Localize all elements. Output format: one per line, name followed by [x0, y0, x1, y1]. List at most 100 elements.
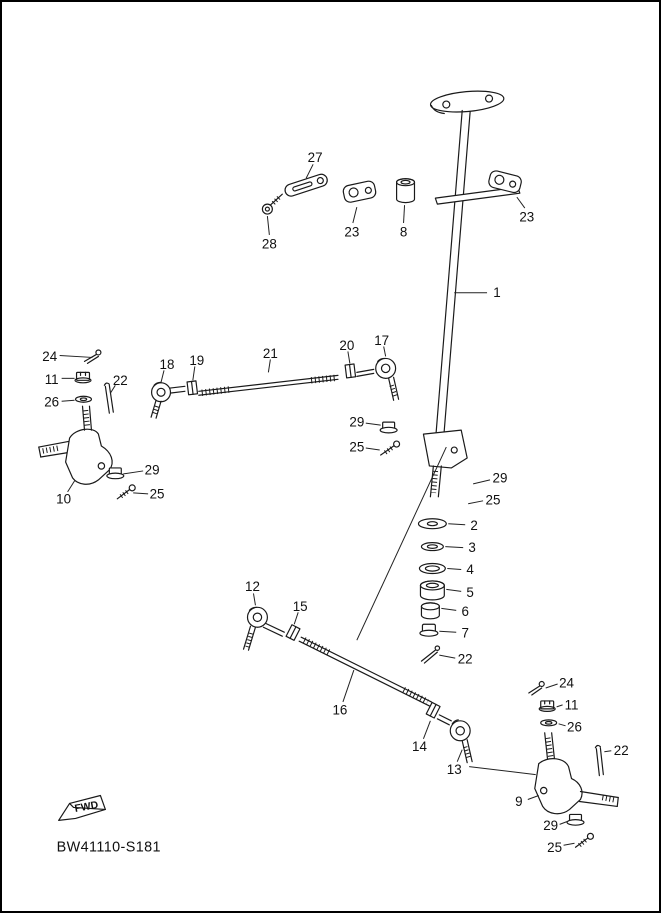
callout-14: 14 — [412, 739, 427, 754]
bracket-27 — [284, 173, 328, 197]
callout-29: 29 — [493, 470, 508, 485]
diagram-code: BW41110-S181 — [57, 839, 161, 855]
tie-rod-end-12 — [242, 606, 285, 651]
leader-line-28 — [266, 216, 270, 236]
leader-line-9 — [527, 795, 539, 800]
callout-25: 25 — [349, 440, 364, 455]
leader-line-26 — [558, 723, 566, 727]
assembly-line-knuckle — [469, 766, 536, 776]
screw-25-right — [574, 832, 594, 848]
callout-22: 22 — [113, 373, 128, 388]
leader-line-8 — [403, 205, 406, 224]
leader-line-13 — [456, 749, 463, 762]
jam-nut-20 — [344, 363, 357, 379]
callout-25: 25 — [547, 840, 562, 855]
washer-26-left — [74, 395, 93, 403]
fwd-flag: FWD — [58, 794, 106, 821]
leader-line-21 — [267, 359, 271, 373]
callout-23: 23 — [519, 210, 534, 225]
leader-line-15 — [293, 612, 299, 625]
screw-25-left — [116, 484, 136, 500]
leader-line-22 — [604, 750, 612, 753]
callout-9: 9 — [515, 794, 522, 809]
leader-line-24 — [545, 683, 558, 689]
screw-25-upper — [380, 440, 401, 456]
callout-20: 20 — [339, 338, 354, 353]
cotter-pin-24-right — [528, 680, 545, 696]
fwd-label: FWD — [74, 800, 100, 815]
bearing-5 — [419, 580, 445, 601]
callout-24: 24 — [559, 675, 574, 690]
leader-line-29 — [559, 820, 568, 825]
leader-line-3 — [445, 546, 464, 549]
holder-23-left — [342, 180, 377, 203]
assembly-line-column — [356, 446, 447, 641]
callout-18: 18 — [160, 357, 175, 372]
flange-nut-29-upper — [379, 421, 398, 434]
jam-nut-19 — [186, 380, 199, 396]
leader-line-5 — [446, 588, 462, 592]
leader-line-22 — [439, 654, 456, 659]
tie-rod-end-17 — [356, 357, 400, 401]
leader-line-6 — [441, 607, 457, 611]
callout-8: 8 — [400, 224, 407, 239]
bolt-28 — [261, 193, 283, 215]
callout-15: 15 — [293, 599, 308, 614]
leader-line-25 — [563, 842, 575, 846]
steering-knuckle-right — [528, 680, 619, 848]
pin-22-right — [594, 744, 604, 777]
holder-23-right — [488, 170, 522, 194]
leader-line-10 — [67, 480, 75, 493]
leader-line-12 — [252, 593, 256, 606]
callout-21: 21 — [263, 346, 278, 361]
callout-28: 28 — [262, 236, 277, 251]
leader-line-29 — [365, 422, 381, 426]
knuckle-left-hardware — [74, 349, 136, 500]
leader-line-20 — [347, 351, 351, 364]
callout-22: 22 — [614, 743, 629, 758]
leader-line-25 — [468, 500, 484, 505]
callout-6: 6 — [461, 604, 468, 619]
leader-line-23 — [352, 206, 358, 224]
callout-13: 13 — [447, 762, 462, 777]
callout-25: 25 — [150, 486, 165, 501]
bushing-8 — [396, 178, 416, 204]
flange-nut-7 — [419, 623, 439, 637]
tie-rod-end-18 — [150, 381, 186, 419]
callout-26: 26 — [567, 719, 582, 734]
leader-line-14 — [422, 720, 431, 739]
callout-4: 4 — [466, 562, 474, 577]
callout-10: 10 — [56, 491, 71, 506]
callout-17: 17 — [374, 333, 389, 348]
clamp-plate — [434, 186, 521, 205]
leader-line-25 — [133, 492, 149, 495]
callout-26: 26 — [44, 395, 59, 410]
callout-11: 11 — [565, 697, 579, 712]
cotter-pin-24-left — [83, 349, 102, 365]
spring-washer-3 — [420, 542, 444, 552]
callout-12: 12 — [245, 579, 260, 594]
callout-25: 25 — [486, 492, 501, 507]
callout-11: 11 — [45, 372, 59, 387]
washer-2 — [417, 518, 447, 530]
flange-nut-29-left — [106, 467, 125, 480]
callout-29: 29 — [349, 415, 364, 430]
callout-1: 1 — [493, 285, 500, 300]
callout-16: 16 — [332, 702, 347, 717]
callout-19: 19 — [189, 353, 204, 368]
leader-line-11 — [556, 704, 563, 708]
leader-line-7 — [439, 630, 457, 633]
callout-24: 24 — [42, 349, 57, 364]
collar-6 — [420, 602, 440, 620]
leader-line-23 — [516, 196, 526, 209]
callout-5: 5 — [466, 585, 473, 600]
callout-22: 22 — [458, 652, 473, 667]
steering-knuckle-left — [38, 405, 113, 485]
leader-line-16 — [342, 669, 355, 703]
cotter-pin-22-column — [420, 645, 441, 664]
leader-line-29 — [473, 479, 491, 485]
callout-29: 29 — [145, 462, 160, 477]
